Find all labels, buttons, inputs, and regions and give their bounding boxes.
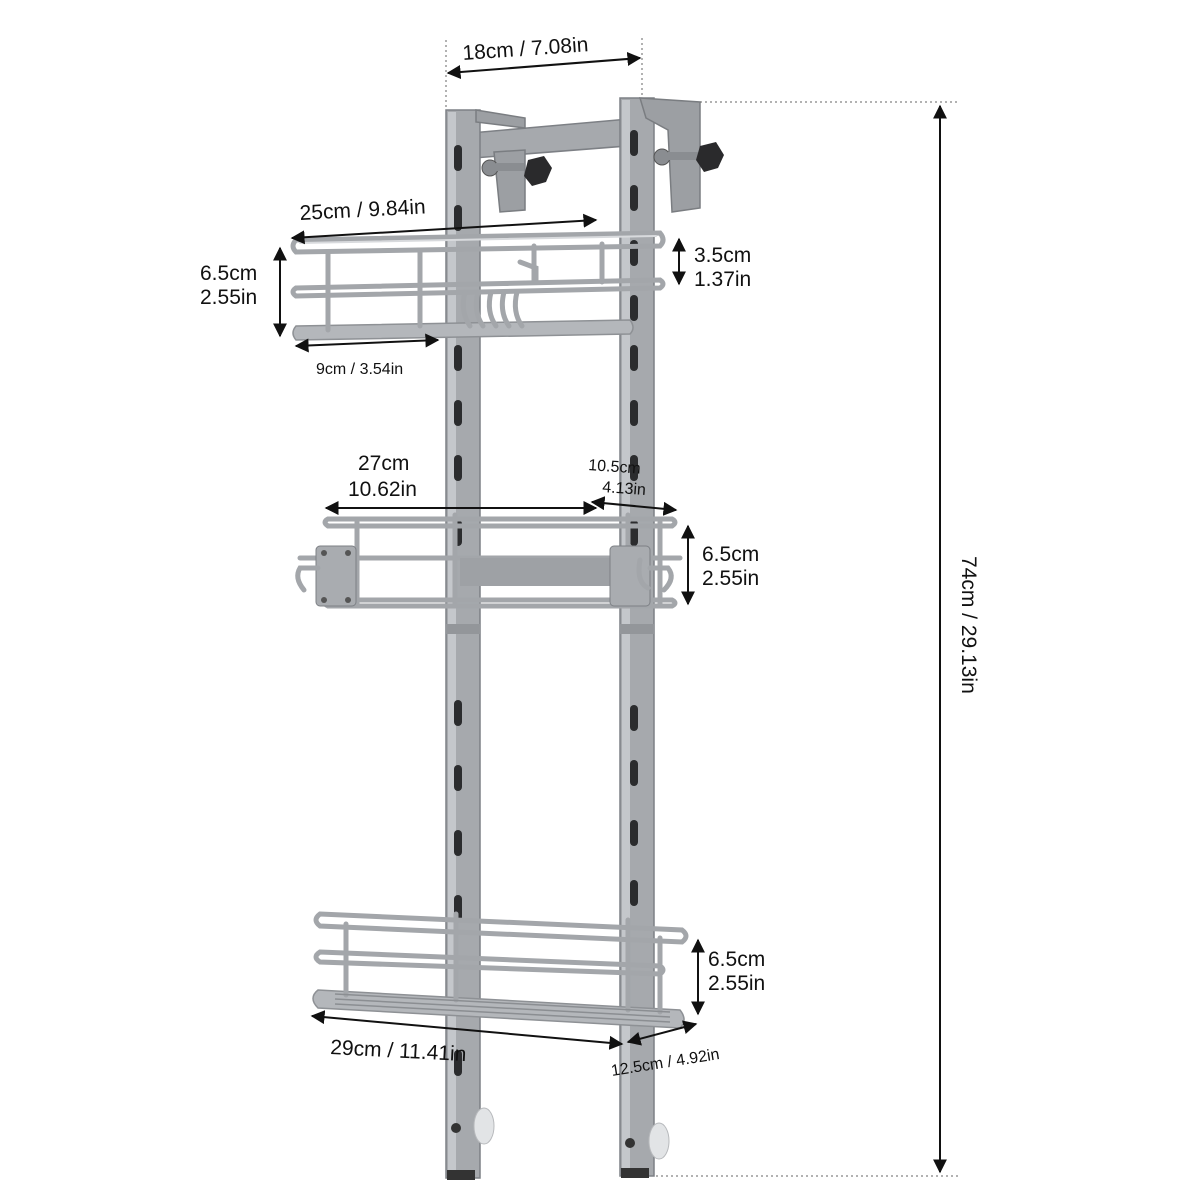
basket3-height-cm-label: 6.5cm bbox=[708, 948, 765, 971]
right-post-slots bbox=[630, 130, 638, 906]
post-slot bbox=[454, 1050, 462, 1076]
top-width-label: 18cm / 7.08in bbox=[462, 33, 589, 65]
post-slot bbox=[630, 880, 638, 906]
basket1-height-cm-label: 6.5cm bbox=[200, 262, 257, 285]
left-suction-cup-icon bbox=[473, 1107, 495, 1145]
post-slot bbox=[630, 760, 638, 786]
basket2-height-in-label: 2.55in bbox=[702, 567, 759, 590]
bottom-basket bbox=[312, 911, 689, 1029]
middle-basket bbox=[295, 512, 683, 609]
right-bolt-icon bbox=[625, 1138, 635, 1148]
right-hook-icon bbox=[647, 565, 674, 593]
post-slot bbox=[454, 455, 462, 481]
soap-hooks bbox=[460, 289, 525, 329]
post-slot bbox=[454, 400, 462, 426]
basket1-height-in-label: 2.55in bbox=[200, 286, 257, 309]
hook-height-in-label: 1.37in bbox=[694, 268, 751, 291]
post-slot bbox=[630, 705, 638, 731]
post-slot bbox=[630, 295, 638, 321]
basket1-width-arrow bbox=[290, 213, 598, 245]
post-slot bbox=[630, 820, 638, 846]
right-knob-icon bbox=[653, 142, 724, 172]
post-slot bbox=[454, 765, 462, 791]
basket3-width-arrow bbox=[310, 1010, 624, 1050]
top-width-arrow bbox=[446, 52, 642, 79]
dimension-labels: 18cm / 7.08in 25cm / 9.84in 6.5cm 2.55in… bbox=[200, 33, 980, 1080]
left-knob-icon bbox=[481, 156, 552, 186]
right-post-joint bbox=[620, 624, 654, 634]
basket2-depth-cm-label: 10.5cm bbox=[588, 457, 642, 478]
basket2-width-cm-label: 27cm bbox=[358, 452, 409, 475]
dimension-lines bbox=[273, 38, 960, 1177]
basket3-height-in-label: 2.55in bbox=[708, 972, 765, 995]
total-height-label: 74cm / 29.13in bbox=[957, 556, 980, 694]
soap-width-arrow bbox=[294, 333, 440, 353]
soap-width-label: 9cm / 3.54in bbox=[316, 361, 403, 378]
basket2-depth-arrow bbox=[590, 496, 678, 516]
left-bracket bbox=[315, 545, 357, 607]
basket2-width-in-label: 10.62in bbox=[348, 478, 417, 501]
post-slot bbox=[630, 185, 638, 211]
shower-caddy-rack bbox=[290, 97, 724, 1180]
post-slot bbox=[454, 830, 462, 856]
post-slot bbox=[630, 345, 638, 371]
hook-height-cm-label: 3.5cm bbox=[694, 244, 751, 267]
post-slot bbox=[454, 700, 462, 726]
basket2-height-cm-label: 6.5cm bbox=[702, 543, 759, 566]
basket3-depth-arrow bbox=[626, 1020, 698, 1046]
post-slot bbox=[630, 400, 638, 426]
left-bolt-icon bbox=[451, 1123, 461, 1133]
post-slot bbox=[454, 345, 462, 371]
right-bracket bbox=[609, 545, 651, 607]
post-slot bbox=[630, 130, 638, 156]
left-door-hook bbox=[493, 149, 526, 213]
post-slot bbox=[454, 145, 462, 171]
post-slot bbox=[630, 455, 638, 481]
basket1-width-label: 25cm / 9.84in bbox=[299, 195, 426, 225]
basket2-depth-in-label: 4.13in bbox=[602, 479, 647, 499]
left-hook-icon bbox=[295, 565, 321, 593]
left-post-joint bbox=[446, 624, 480, 634]
right-suction-cup-icon bbox=[648, 1122, 670, 1160]
top-basket bbox=[290, 230, 666, 341]
